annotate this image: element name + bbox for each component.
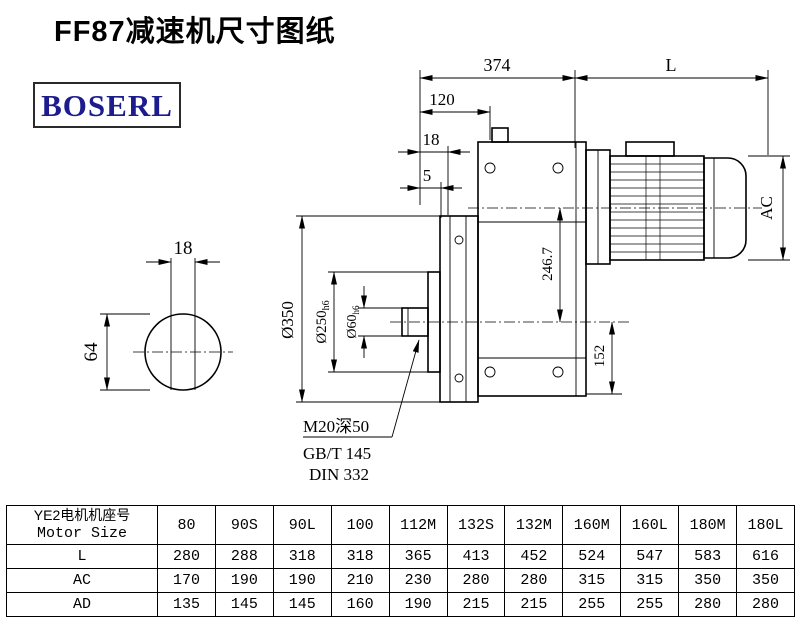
table-cell: 230: [388, 568, 448, 593]
table-cell: 190: [214, 568, 274, 593]
table-cell: 280: [504, 568, 564, 593]
fan-cowl: [703, 157, 747, 259]
housing: [477, 141, 587, 397]
table-cell: 160: [330, 592, 390, 617]
table-cell: 145: [214, 592, 274, 617]
boserl-logo: BOSERL: [33, 82, 181, 128]
frame-size-header-cell: 180M: [678, 505, 738, 545]
motor: [585, 141, 747, 265]
table-cell: 280: [157, 544, 216, 569]
frame-size-header-cell: 180L: [736, 505, 795, 545]
dim-AC: AC: [748, 155, 790, 261]
dim-d350: Ø350: [278, 215, 440, 403]
logo-text: BOSERL: [41, 87, 173, 123]
dim-shaft-key-width-label: 18: [174, 238, 193, 259]
thread-notes: M20深50 GB/T 145 DIN 332: [303, 339, 420, 484]
table-cell: 452: [504, 544, 564, 569]
dim-L: L: [574, 55, 769, 155]
dim-374-label: 374: [484, 55, 511, 75]
row-label-ac: AC: [6, 568, 158, 593]
table-cell: 318: [330, 544, 390, 569]
dim-d250-label: Ø250h6: [314, 300, 332, 343]
page-title: FF87减速机尺寸图纸: [54, 16, 336, 48]
table-cell: 318: [272, 544, 332, 569]
frame-size-header-cell: 160L: [620, 505, 680, 545]
dim-152: 152: [586, 321, 622, 395]
dim-120-label: 120: [429, 90, 455, 109]
gearbox-body: [401, 127, 587, 403]
dim-L-label: L: [666, 55, 677, 75]
frame-size-header-cell: 90S: [214, 505, 274, 545]
dim-246-7-label: 246.7: [540, 247, 556, 281]
dim-5-label: 5: [423, 166, 432, 185]
note-gb-label: GB/T 145: [303, 444, 371, 463]
table-cell: 145: [272, 592, 332, 617]
table-cell: 413: [446, 544, 506, 569]
shaft-circle: [144, 313, 222, 391]
frame-size-header-cell: 80: [157, 505, 216, 545]
dim-18-label: 18: [423, 130, 440, 149]
table-cell: 315: [562, 568, 622, 593]
technical-drawing: 18 64: [81, 55, 790, 484]
table-cell: 315: [620, 568, 680, 593]
table-cell: 280: [446, 568, 506, 593]
dim-246-7: 246.7: [540, 207, 563, 323]
dim-shaft-key-width: 18: [146, 238, 220, 265]
table-cell: 210: [330, 568, 390, 593]
dim-374: 374: [419, 55, 576, 148]
dim-shaft-height-label: 64: [81, 342, 102, 362]
dim-18: 18: [398, 130, 470, 215]
dim-AC-label: AC: [757, 196, 776, 220]
dim-d250: Ø250h6: [314, 271, 428, 373]
dim-d60: Ø60h6: [345, 286, 402, 358]
table-cell: 280: [736, 592, 795, 617]
table-cell: 135: [157, 592, 216, 617]
dimensions: 374 L 120 18 5: [278, 55, 790, 403]
table-cell: 190: [388, 592, 448, 617]
dim-5: 5: [400, 166, 462, 218]
frame-size-header-cell: 112M: [388, 505, 448, 545]
table-cell: 350: [678, 568, 738, 593]
table-cell: 170: [157, 568, 216, 593]
dim-shaft-height: 64: [81, 313, 150, 391]
table-cell: 288: [214, 544, 274, 569]
terminal-box: [625, 141, 675, 157]
dim-d350-label: Ø350: [278, 301, 297, 339]
table-cell: 215: [446, 592, 506, 617]
table-cell: 524: [562, 544, 622, 569]
table-cell: 255: [620, 592, 680, 617]
table-cell: 547: [620, 544, 680, 569]
table-cell: 616: [736, 544, 795, 569]
table-cell: 190: [272, 568, 332, 593]
frame-size-header-cell: 90L: [272, 505, 332, 545]
dim-120: 120: [419, 90, 491, 140]
dim-d60-label: Ø60h6: [345, 305, 361, 339]
row-label-ad: AD: [6, 592, 158, 617]
note-tap-label: M20深50: [303, 417, 369, 436]
table-cell: 280: [678, 592, 738, 617]
frame-size-header-cell: 160M: [562, 505, 622, 545]
dim-152-label: 152: [592, 345, 608, 368]
table-cell: 365: [388, 544, 448, 569]
note-din-label: DIN 332: [309, 465, 369, 484]
row-label-l: L: [6, 544, 158, 569]
motor-size-header-cn: YE2电机机座号: [33, 507, 131, 524]
frame-size-header-cell: 132S: [446, 505, 506, 545]
table-cell: 583: [678, 544, 738, 569]
eyebolt: [491, 127, 509, 143]
frame-size-header-cell: 100: [330, 505, 390, 545]
shaft-section-view: 18 64: [81, 238, 233, 391]
frame-size-header-cell: 132M: [504, 505, 564, 545]
table-cell: 255: [562, 592, 622, 617]
table-cell: 350: [736, 568, 795, 593]
table-cell: 215: [504, 592, 564, 617]
motor-size-header-en: Motor Size: [36, 524, 127, 542]
